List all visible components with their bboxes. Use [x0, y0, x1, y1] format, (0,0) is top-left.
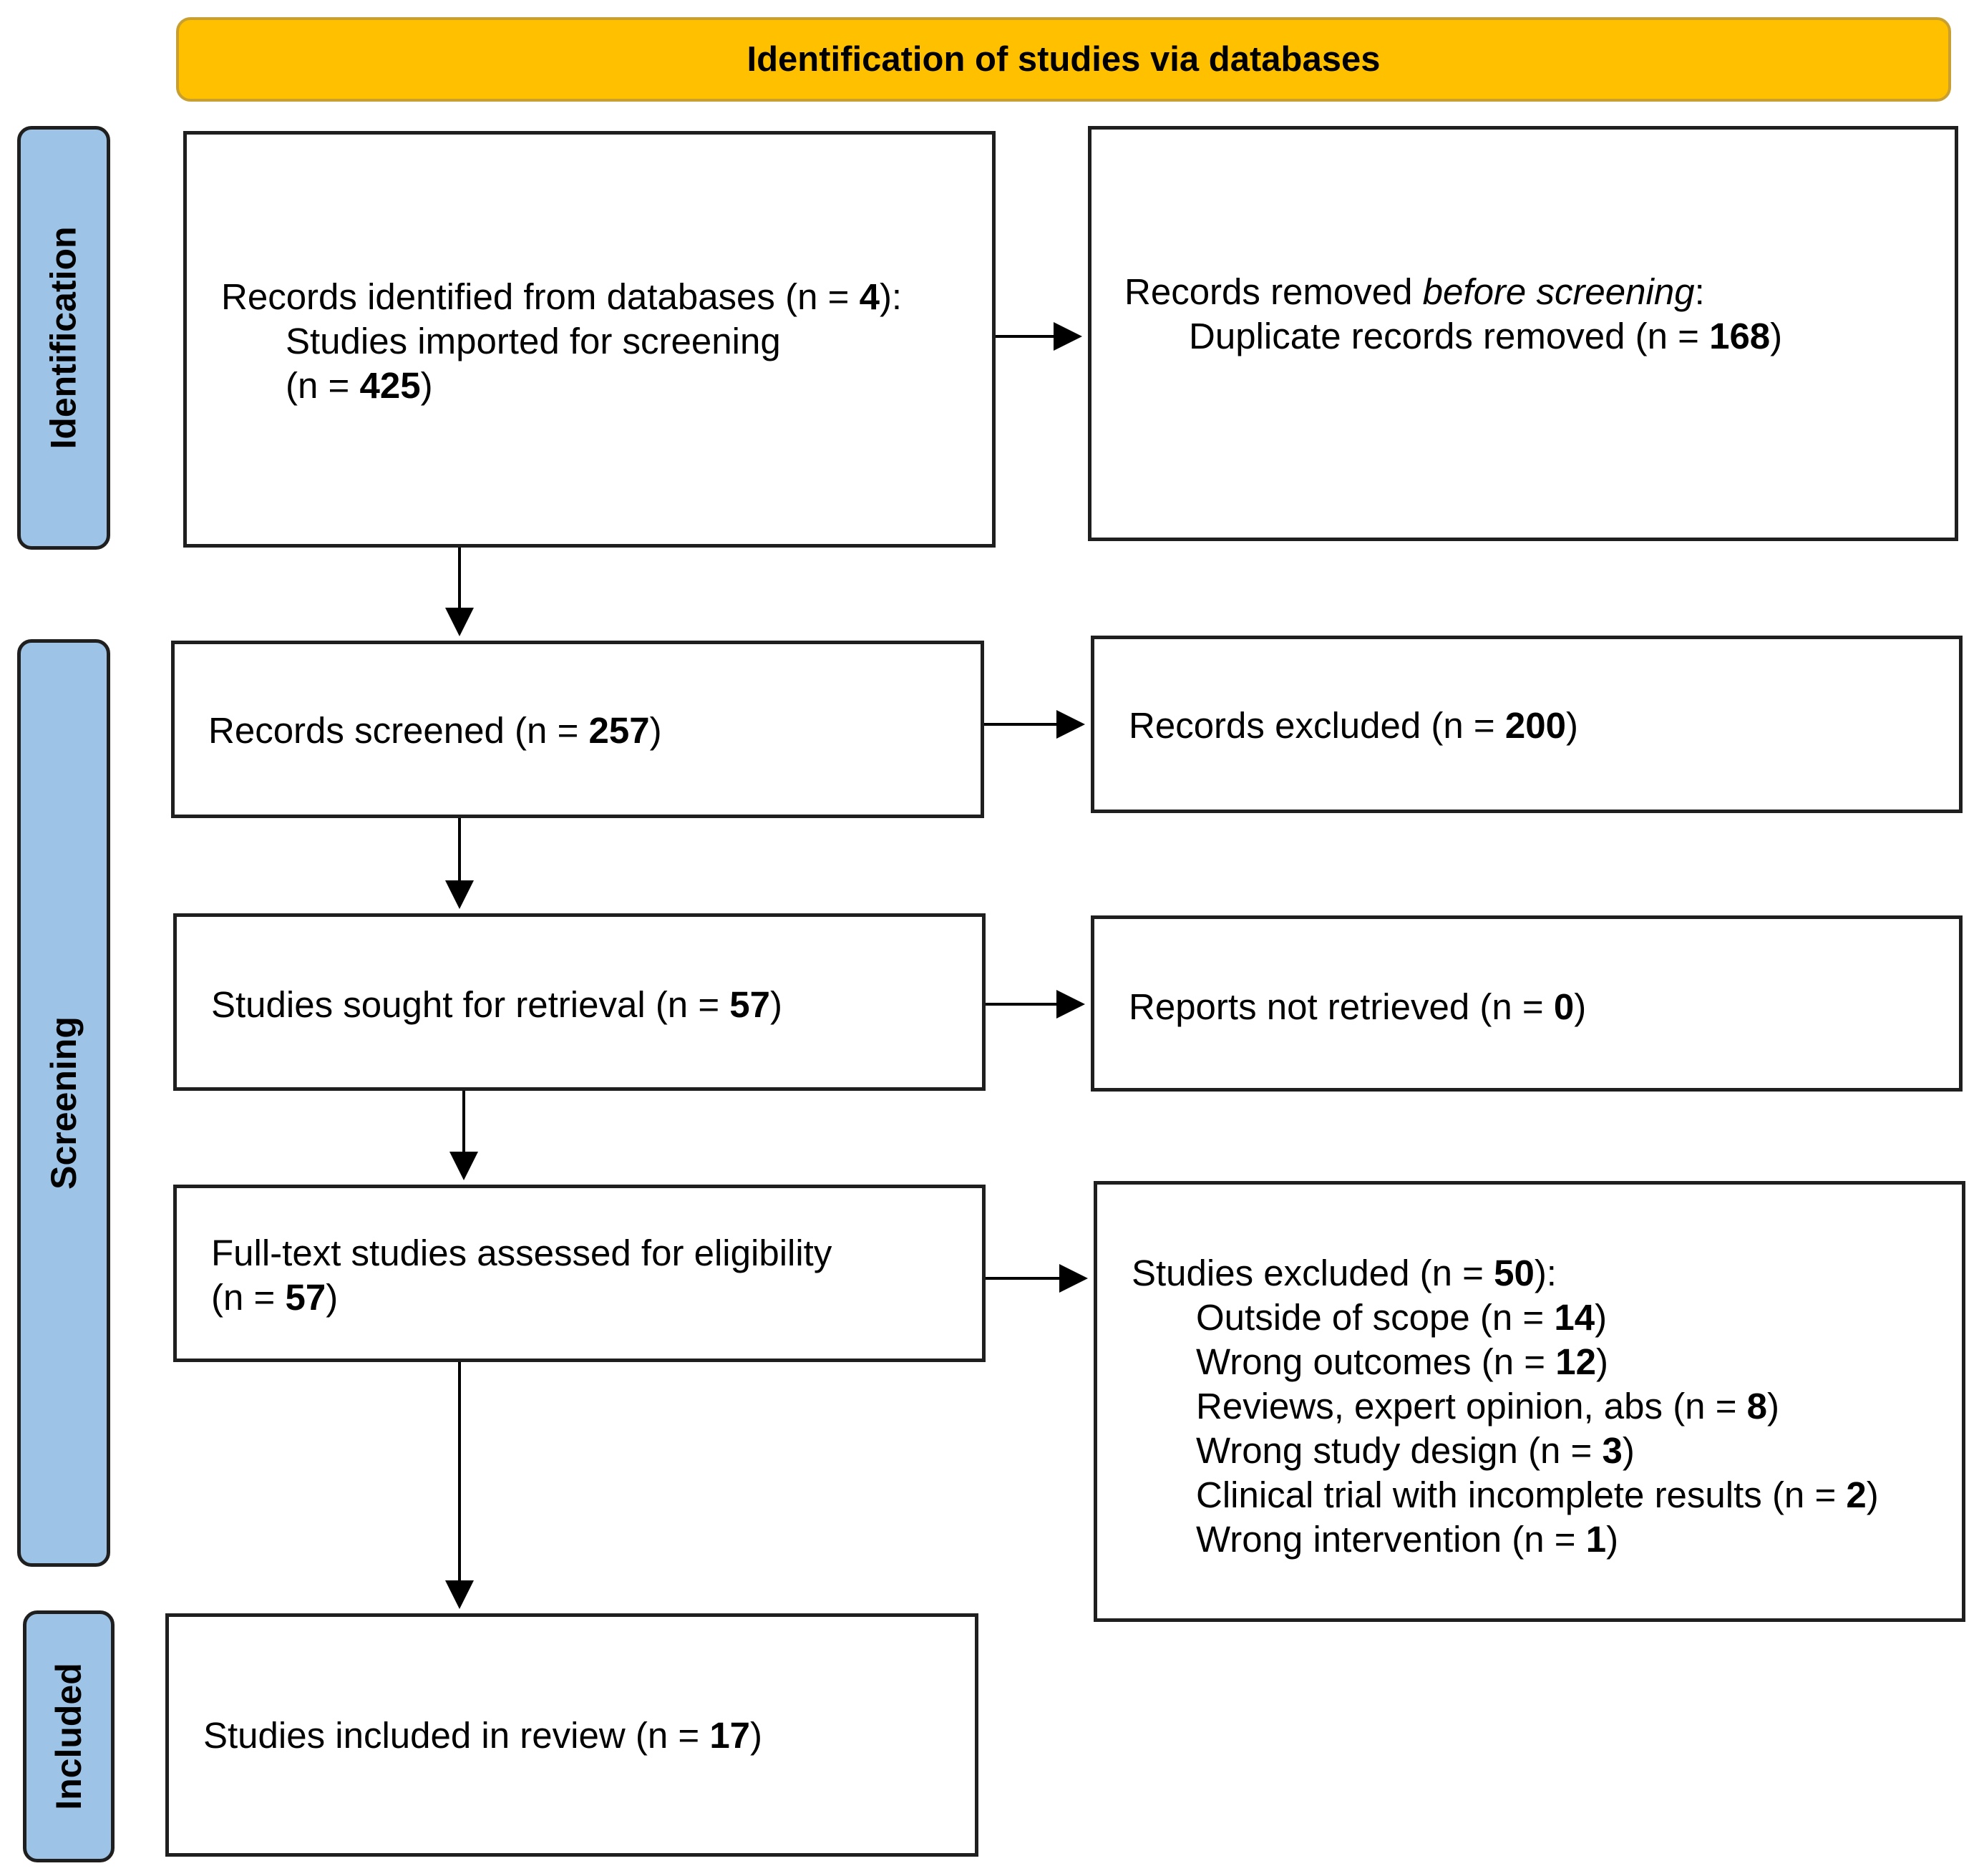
stage-included: Included	[23, 1610, 115, 1862]
full-text-assessed-box: Full-text studies assessed for eligibili…	[173, 1185, 986, 1362]
studies-imported-count: (n = 425)	[286, 365, 433, 406]
records-identified-box: Records identified from databases (n = 4…	[183, 131, 996, 548]
studies-excluded-box: Studies excluded (n = 50): Outside of sc…	[1094, 1181, 1965, 1622]
full-text-assessed-count: (n = 57)	[211, 1277, 339, 1318]
records-screened-box: Records screened (n = 257)	[171, 641, 984, 818]
reports-not-retrieved-text: Reports not retrieved (n = 0)	[1129, 986, 1587, 1027]
studies-excluded-title: Studies excluded (n = 50):	[1132, 1253, 1557, 1293]
header-banner: Identification of studies via databases	[176, 17, 1951, 102]
studies-included-box: Studies included in review (n = 17)	[165, 1613, 978, 1857]
exclusion-reason: Wrong outcomes (n = 12)	[1196, 1341, 1608, 1382]
exclusion-reason: Wrong intervention (n = 1)	[1196, 1519, 1619, 1560]
studies-sought-text: Studies sought for retrieval (n = 57)	[211, 984, 783, 1025]
studies-imported-line: Studies imported for screening	[286, 321, 781, 361]
records-screened-text: Records screened (n = 257)	[208, 710, 662, 751]
records-identified-line: Records identified from databases (n = 4…	[221, 276, 903, 317]
duplicates-removed-line: Duplicate records removed (n = 168)	[1189, 316, 1783, 356]
records-removed-line: Records removed before screening:	[1124, 271, 1705, 312]
records-excluded-box: Records excluded (n = 200)	[1091, 636, 1963, 813]
exclusion-reason: Wrong study design (n = 3)	[1196, 1430, 1635, 1471]
exclusion-reason: Clinical trial with incomplete results (…	[1196, 1474, 1879, 1515]
records-excluded-text: Records excluded (n = 200)	[1129, 705, 1578, 746]
studies-included-text: Studies included in review (n = 17)	[203, 1715, 763, 1756]
exclusion-reason: Reviews, expert opinion, abs (n = 8)	[1196, 1386, 1780, 1427]
exclusion-reason: Outside of scope (n = 14)	[1196, 1297, 1608, 1338]
stage-screening: Screening	[17, 639, 110, 1567]
studies-sought-box: Studies sought for retrieval (n = 57)	[173, 913, 986, 1091]
header-title: Identification of studies via databases	[747, 40, 1381, 79]
full-text-assessed-line: Full-text studies assessed for eligibili…	[211, 1233, 832, 1273]
records-removed-box: Records removed before screening: Duplic…	[1088, 126, 1958, 541]
reports-not-retrieved-box: Reports not retrieved (n = 0)	[1091, 915, 1963, 1092]
stage-identification: Identification	[17, 126, 110, 550]
